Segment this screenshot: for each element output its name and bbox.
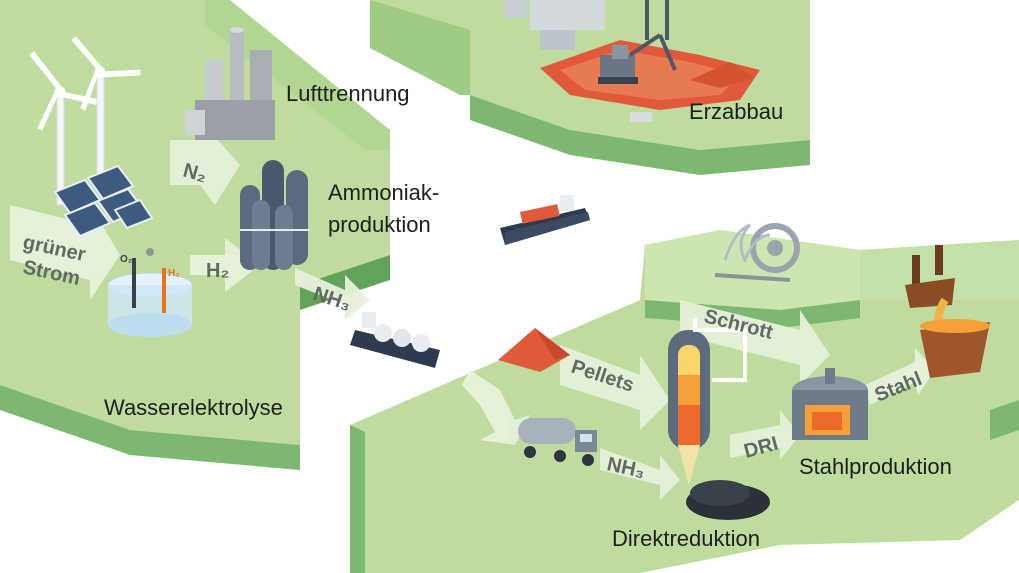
air-separation-plant-icon	[185, 27, 275, 140]
dri-pile-icon	[686, 480, 770, 520]
ammonia-plant-icon	[240, 160, 310, 270]
label-stahlproduktion: Stahlproduktion	[799, 454, 952, 479]
arrow-nh3-ship	[295, 268, 370, 320]
label-wasserelektrolyse: Wasserelektrolyse	[104, 395, 283, 420]
arrow-to-truck	[462, 370, 530, 445]
o2-label: O₂	[120, 254, 132, 265]
wind-turbine-icon	[29, 36, 141, 206]
cargo-ship-icon	[500, 195, 590, 245]
arrow-stahl	[865, 348, 935, 405]
station-labels: Lufttrennung Erzabbau Ammoniak- produkti…	[104, 81, 952, 551]
mining-site-icon	[505, 0, 760, 122]
flow-h2: H₂	[206, 260, 229, 282]
label-lufttrennung: Lufttrennung	[286, 81, 410, 106]
gas-tanker-icon	[350, 312, 440, 368]
arrow-pellets	[560, 345, 670, 430]
pellet-pile-icon	[498, 328, 570, 372]
arrow-schrott	[680, 300, 830, 385]
scrap-processor-icon	[714, 223, 800, 282]
steel-furnace-icon	[792, 368, 868, 440]
h2-label: H₂	[168, 268, 180, 279]
label-erzabbau: Erzabbau	[689, 99, 783, 124]
arrow-nh3-truck	[600, 448, 680, 500]
tanker-truck-icon	[518, 418, 597, 466]
electrolyser-icon: O₂ H₂	[107, 248, 193, 337]
arrow-n2	[170, 120, 240, 205]
label-ammoniak-2: produktion	[328, 212, 431, 237]
shaft-furnace-icon	[668, 318, 747, 485]
ladle-icon	[905, 245, 990, 378]
arrow-dri	[730, 410, 800, 460]
label-ammoniak-1: Ammoniak-	[328, 180, 439, 205]
solar-panel-icon	[53, 164, 154, 238]
label-direktreduktion: Direktreduktion	[612, 526, 760, 551]
